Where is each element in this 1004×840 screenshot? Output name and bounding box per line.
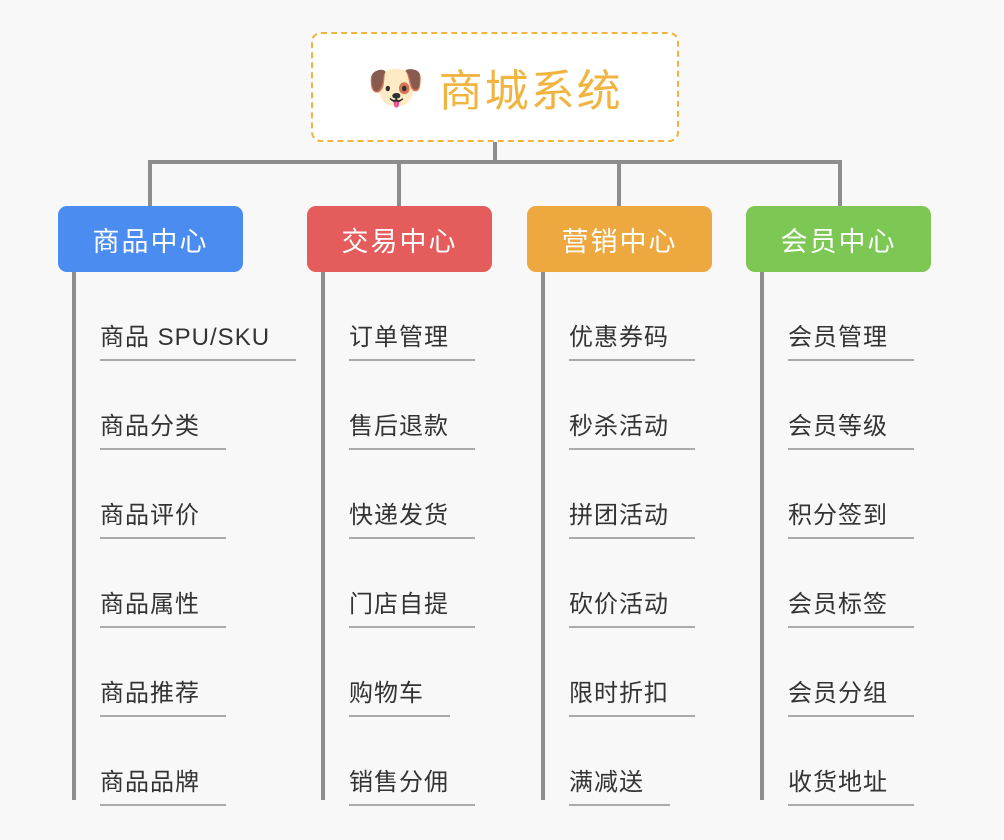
leaf-item-label: 会员等级	[788, 406, 914, 450]
category-column: 会员中心	[746, 206, 931, 272]
leaf-item-label: 售后退款	[349, 406, 475, 450]
branch-trunk-1	[72, 272, 76, 800]
leaf-list-1: 商品 SPU/SKU 商品分类商品评价商品属性商品推荐商品品牌	[72, 272, 297, 806]
leaf-item[interactable]: 会员分组	[760, 628, 914, 717]
leaf-list-2: 订单管理售后退款快递发货门店自提购物车销售分佣	[321, 272, 475, 806]
leaf-item[interactable]: 商品分类	[72, 361, 296, 450]
leaf-item[interactable]: 门店自提	[321, 539, 475, 628]
leaf-item-label: 会员分组	[788, 673, 914, 717]
leaf-item-label: 会员管理	[788, 317, 914, 361]
connector-root-stem	[493, 142, 497, 162]
leaf-item-label: 商品评价	[100, 495, 226, 539]
leaf-item-label: 商品 SPU/SKU	[100, 317, 297, 361]
leaf-item[interactable]: 快递发货	[321, 450, 475, 539]
leaf-item-label: 商品分类	[100, 406, 226, 450]
shiba-dog-face-icon: 🐶	[367, 61, 425, 113]
leaf-item[interactable]: 商品品牌	[72, 717, 296, 806]
category-header-label: 营销中心	[561, 226, 678, 257]
leaf-item-label: 优惠券码	[569, 317, 695, 361]
connector-drop-3	[617, 160, 621, 206]
category-header-label: 商品中心	[92, 226, 209, 257]
leaf-item-label: 购物车	[349, 673, 450, 717]
leaf-item[interactable]: 满减送	[541, 717, 695, 806]
leaf-item[interactable]: 购物车	[321, 628, 475, 717]
root-node-title: 商城系统	[438, 67, 623, 116]
branch-trunk-2	[321, 272, 325, 800]
leaf-item-label: 商品推荐	[100, 673, 226, 717]
leaf-item-label: 限时折扣	[569, 673, 695, 717]
category-header-label: 交易中心	[341, 226, 458, 257]
leaf-item[interactable]: 拼团活动	[541, 450, 695, 539]
leaf-item[interactable]: 收货地址	[760, 717, 914, 806]
connector-drop-4	[838, 160, 842, 206]
leaf-item[interactable]: 商品属性	[72, 539, 296, 628]
category-header-1[interactable]: 商品中心	[58, 206, 243, 272]
leaf-item[interactable]: 商品推荐	[72, 628, 296, 717]
category-header-2[interactable]: 交易中心	[307, 206, 492, 272]
category-header-label: 会员中心	[780, 226, 897, 257]
leaf-item[interactable]: 优惠券码	[541, 272, 695, 361]
branch-trunk-3	[541, 272, 545, 800]
leaf-item-label: 商品品牌	[100, 762, 226, 806]
leaf-item[interactable]: 会员标签	[760, 539, 914, 628]
leaf-item-label: 商品属性	[100, 584, 226, 628]
branch-trunk-4	[760, 272, 764, 800]
leaf-item[interactable]: 商品 SPU/SKU	[72, 272, 297, 361]
leaf-item-label: 积分签到	[788, 495, 914, 539]
connector-drop-1	[148, 160, 152, 206]
root-node-shop-system[interactable]: 🐶 商城系统	[311, 32, 679, 142]
leaf-list-3: 优惠券码秒杀活动拼团活动砍价活动限时折扣满减送	[541, 272, 695, 806]
category-header-4[interactable]: 会员中心	[746, 206, 931, 272]
leaf-item-label: 会员标签	[788, 584, 914, 628]
leaf-item-label: 订单管理	[349, 317, 475, 361]
leaf-item[interactable]: 积分签到	[760, 450, 914, 539]
leaf-item[interactable]: 会员等级	[760, 361, 914, 450]
category-column: 营销中心	[527, 206, 712, 272]
category-header-3[interactable]: 营销中心	[527, 206, 712, 272]
leaf-item-label: 秒杀活动	[569, 406, 695, 450]
leaf-item-label: 满减送	[569, 762, 670, 806]
leaf-item[interactable]: 售后退款	[321, 361, 475, 450]
leaf-item[interactable]: 销售分佣	[321, 717, 475, 806]
leaf-item-label: 门店自提	[349, 584, 475, 628]
leaf-item[interactable]: 秒杀活动	[541, 361, 695, 450]
leaf-item-label: 销售分佣	[349, 762, 475, 806]
leaf-item-label: 砍价活动	[569, 584, 695, 628]
category-column: 商品中心	[58, 206, 243, 272]
leaf-item[interactable]: 订单管理	[321, 272, 475, 361]
leaf-list-4: 会员管理会员等级积分签到会员标签会员分组收货地址	[760, 272, 914, 806]
leaf-item-label: 收货地址	[788, 762, 914, 806]
leaf-item[interactable]: 商品评价	[72, 450, 296, 539]
connector-drop-2	[397, 160, 401, 206]
leaf-item[interactable]: 砍价活动	[541, 539, 695, 628]
leaf-item[interactable]: 会员管理	[760, 272, 914, 361]
leaf-item-label: 快递发货	[349, 495, 475, 539]
category-column: 交易中心	[307, 206, 492, 272]
leaf-item[interactable]: 限时折扣	[541, 628, 695, 717]
leaf-item-label: 拼团活动	[569, 495, 695, 539]
connector-horizontal-bus	[148, 160, 842, 164]
